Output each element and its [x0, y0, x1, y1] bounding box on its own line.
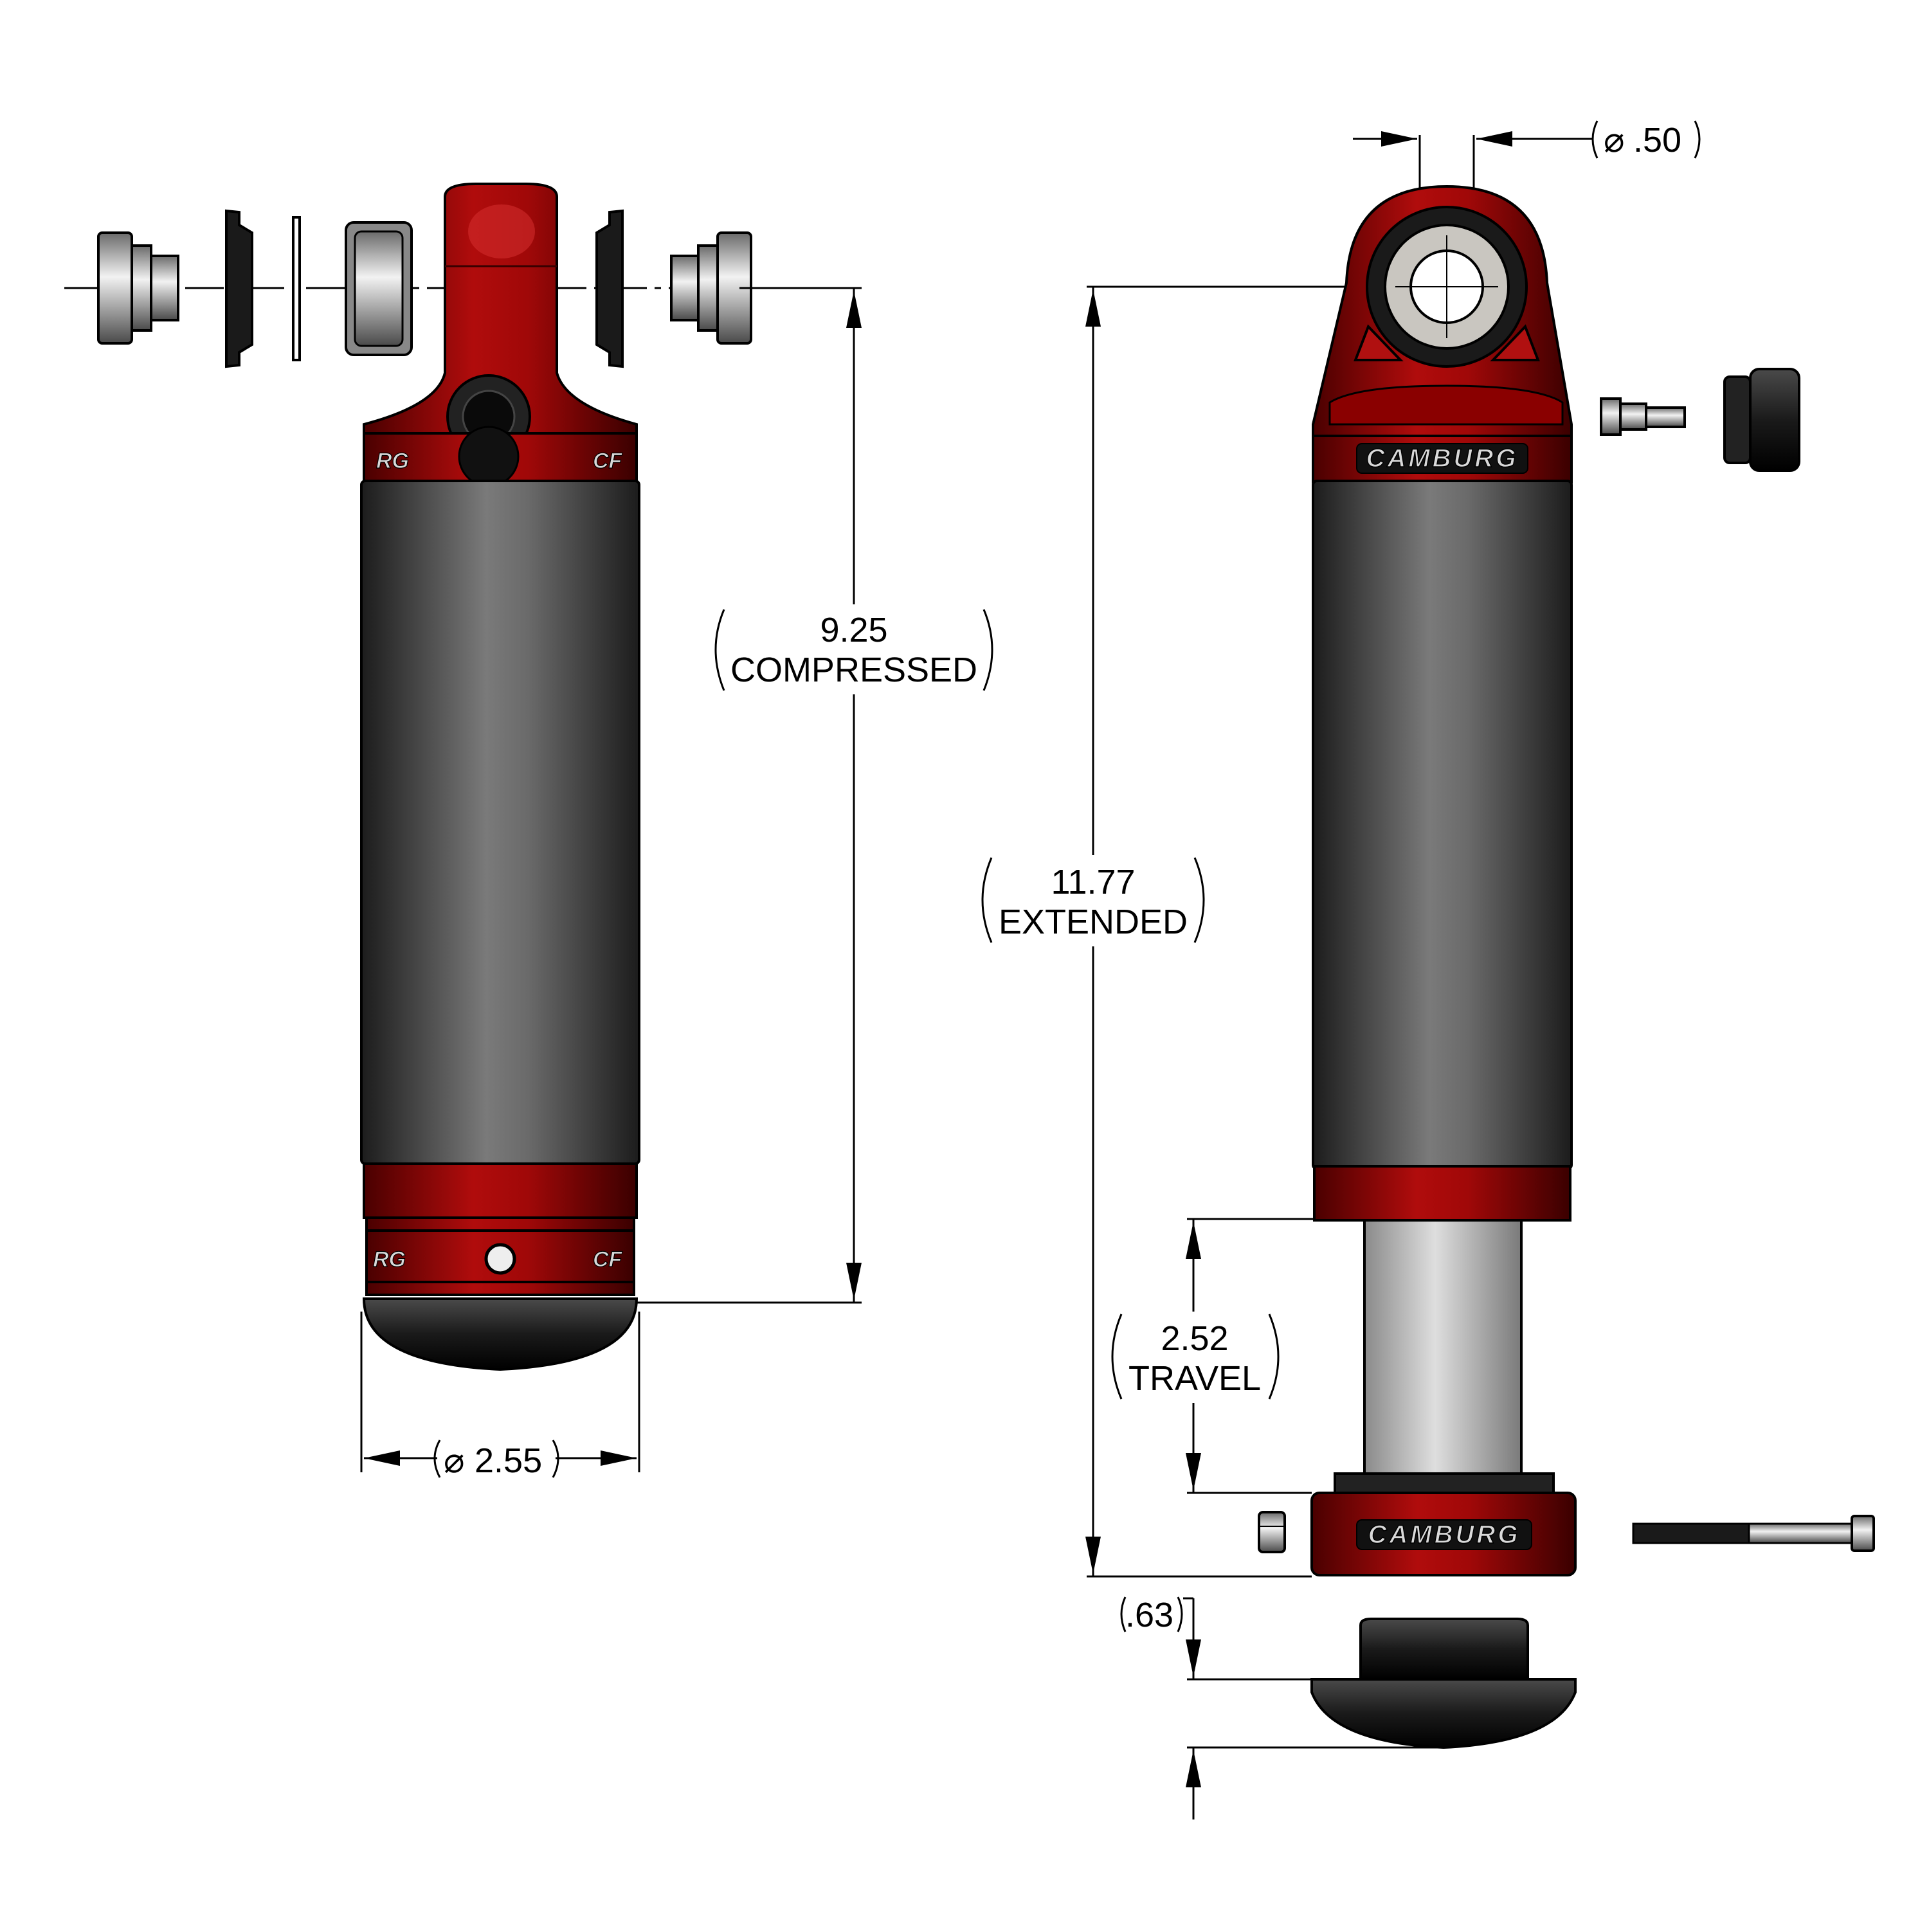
shaft: [1363, 1219, 1523, 1475]
bumper-offset: .63: [1125, 1596, 1173, 1634]
eye-diameter: .50: [1633, 121, 1681, 159]
bleed-screw-icon: [484, 1243, 516, 1275]
body-diameter: 2.55: [475, 1441, 542, 1480]
logo-partial-left-bottom: RG: [373, 1247, 406, 1272]
eye-mount-red: [1312, 185, 1573, 445]
compressed-view: RG CF RG CF 9.25 COMPRESSED ⌀: [64, 183, 993, 1480]
camburg-logo-bottom: CAMBURG: [1368, 1521, 1521, 1549]
extended-view: ⌀ .50 CAMBURG: [981, 120, 1875, 1819]
shock-body-ext: [1312, 480, 1573, 1170]
eye-diameter-symbol: ⌀: [1604, 121, 1625, 159]
shock-body: [360, 480, 640, 1165]
lock-nut: [1258, 1511, 1286, 1553]
bump-stop-cap: [362, 1297, 638, 1371]
mounting-bolt: [1632, 1515, 1875, 1552]
bushing-right: [670, 231, 752, 345]
logo-partial-right-bottom: CF: [593, 1247, 623, 1272]
travel-value: 2.52: [1161, 1319, 1228, 1358]
seal-left: [225, 209, 253, 368]
logo-partial-left: RG: [376, 449, 409, 473]
logo-partial-right: CF: [593, 449, 623, 473]
seal-head-collar: [1313, 1165, 1571, 1222]
spherical-bearing: [345, 221, 413, 356]
compressed-label: COMPRESSED: [730, 651, 977, 689]
camburg-logo-top: CAMBURG: [1366, 444, 1519, 473]
bump-cap: [1310, 1678, 1577, 1749]
bottom-collar: [363, 1162, 638, 1219]
valve-cap: [1723, 368, 1800, 472]
schrader-valve: [1600, 397, 1686, 436]
compressed-value: 9.25: [820, 611, 887, 649]
diameter-symbol: ⌀: [444, 1441, 465, 1480]
bump-stop: [1359, 1618, 1529, 1681]
washer-left: [292, 216, 301, 361]
extended-label: EXTENDED: [999, 903, 1188, 941]
extended-value: 11.77: [1051, 863, 1135, 901]
bushing-left: [97, 231, 179, 345]
seal-right: [595, 209, 624, 368]
travel-label: TRAVEL: [1128, 1359, 1261, 1398]
